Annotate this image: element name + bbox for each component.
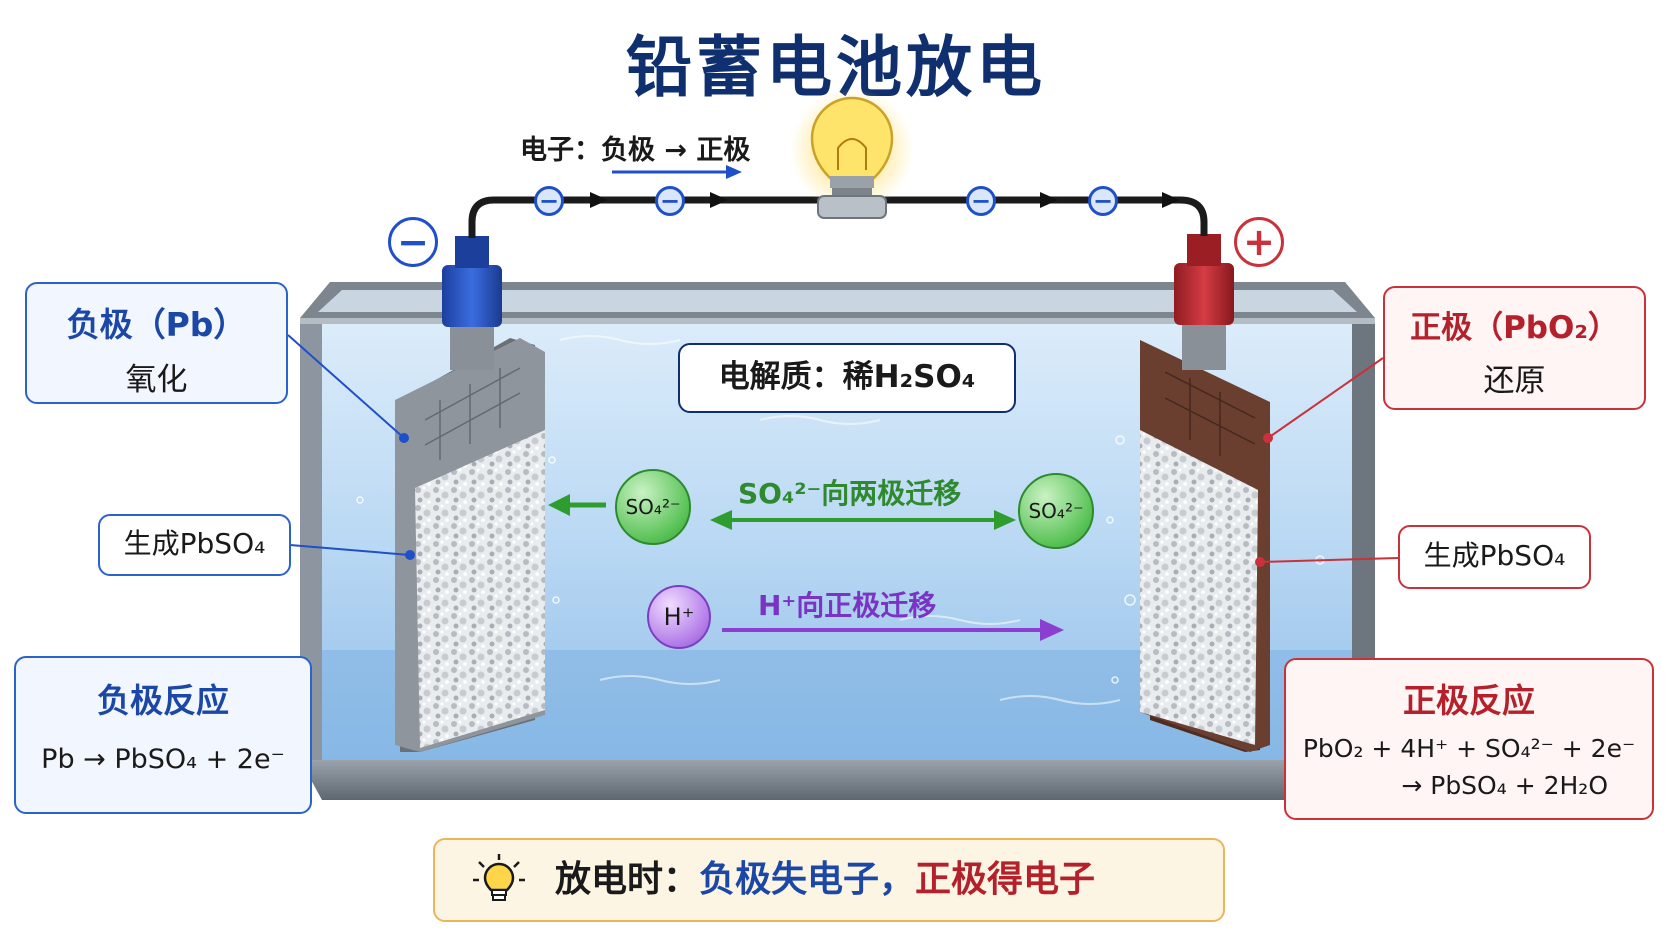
positive-reaction-equation-line1: PbO₂ + 4H⁺ + SO₄²⁻ + 2e⁻ bbox=[1302, 734, 1636, 763]
sulfate-migration-arrows bbox=[548, 494, 1016, 530]
leader-positive-name bbox=[1267, 357, 1384, 439]
wire-arrows bbox=[590, 192, 1180, 208]
hydrogen-migration-arrow bbox=[722, 619, 1064, 641]
positive-electrode-name: 正极（PbO₂） bbox=[1410, 310, 1619, 346]
negative-reaction-equation: Pb → PbSO₄ + 2e⁻ bbox=[41, 744, 285, 775]
sulfate-migration-label: SO₄²⁻向两极迁移 bbox=[738, 477, 962, 510]
summary-positive: 正极得电子 bbox=[915, 859, 1096, 900]
negative-product-label-box: 生成PbSO₄ bbox=[98, 514, 291, 576]
positive-terminal-symbol: + bbox=[1234, 217, 1284, 267]
sulfate-ion-right: SO₄²⁻ bbox=[1018, 473, 1094, 549]
positive-reaction-box: 正极反应 PbO₂ + 4H⁺ + SO₄²⁻ + 2e⁻ → PbSO₄ + … bbox=[1284, 658, 1654, 820]
positive-reaction-equation-line2: → PbSO₄ + 2H₂O bbox=[1401, 771, 1608, 800]
hydrogen-ion: H⁺ bbox=[647, 585, 711, 649]
negative-electrode-name: 负极（Pb） bbox=[66, 305, 247, 344]
leader-negative-name bbox=[287, 334, 405, 439]
negative-terminal-symbol: − bbox=[388, 217, 438, 267]
negative-electrode-plate bbox=[395, 236, 545, 752]
positive-reaction-title: 正极反应 bbox=[1403, 681, 1535, 720]
sulfate-ion-left: SO₄²⁻ bbox=[615, 469, 691, 545]
leader-positive-product bbox=[1259, 557, 1399, 563]
leader-negative-product bbox=[289, 544, 411, 556]
positive-electrode-plate bbox=[1140, 234, 1270, 752]
positive-electrode-process: 还原 bbox=[1483, 363, 1546, 399]
electrolyte-label-box: 电解质：稀H₂SO₄ bbox=[678, 343, 1016, 413]
hydrogen-migration-label: H⁺向正极迁移 bbox=[758, 589, 937, 622]
electrolyte-label: 电解质：稀H₂SO₄ bbox=[718, 359, 976, 395]
electron-icon: − bbox=[966, 186, 996, 216]
electron-icon: − bbox=[1088, 186, 1118, 216]
pbso4-coating-negative bbox=[415, 430, 545, 748]
positive-product-label-box: 生成PbSO₄ bbox=[1398, 525, 1591, 589]
pbso4-coating-positive bbox=[1140, 430, 1258, 745]
electron-flow-label: 电子：负极 → 正极 bbox=[520, 135, 751, 166]
negative-reaction-box: 负极反应 Pb → PbSO₄ + 2e⁻ bbox=[14, 656, 312, 814]
summary-prefix: 放电时： bbox=[555, 859, 700, 900]
electron-icon: − bbox=[534, 186, 564, 216]
negative-electrode-label-box: 负极（Pb） 氧化 bbox=[25, 282, 288, 404]
positive-electrode-label-box: 正极（PbO₂） 还原 bbox=[1383, 286, 1646, 410]
lightbulb-icon bbox=[790, 88, 914, 219]
negative-reaction-title: 负极反应 bbox=[97, 681, 229, 720]
electron-icon: − bbox=[655, 186, 685, 216]
summary-banner: 放电时：负极失电子，正极得电子 bbox=[433, 838, 1225, 922]
negative-electrode-process: 氧化 bbox=[125, 362, 188, 398]
negative-product-label: 生成PbSO₄ bbox=[123, 527, 266, 560]
summary-negative: 负极失电子， bbox=[699, 859, 916, 900]
negative-terminal-cap bbox=[442, 265, 502, 327]
idea-bulb-icon bbox=[473, 854, 525, 901]
positive-product-label: 生成PbSO₄ bbox=[1423, 539, 1566, 572]
positive-terminal-cap bbox=[1174, 263, 1234, 325]
battery-tank bbox=[300, 282, 1375, 800]
